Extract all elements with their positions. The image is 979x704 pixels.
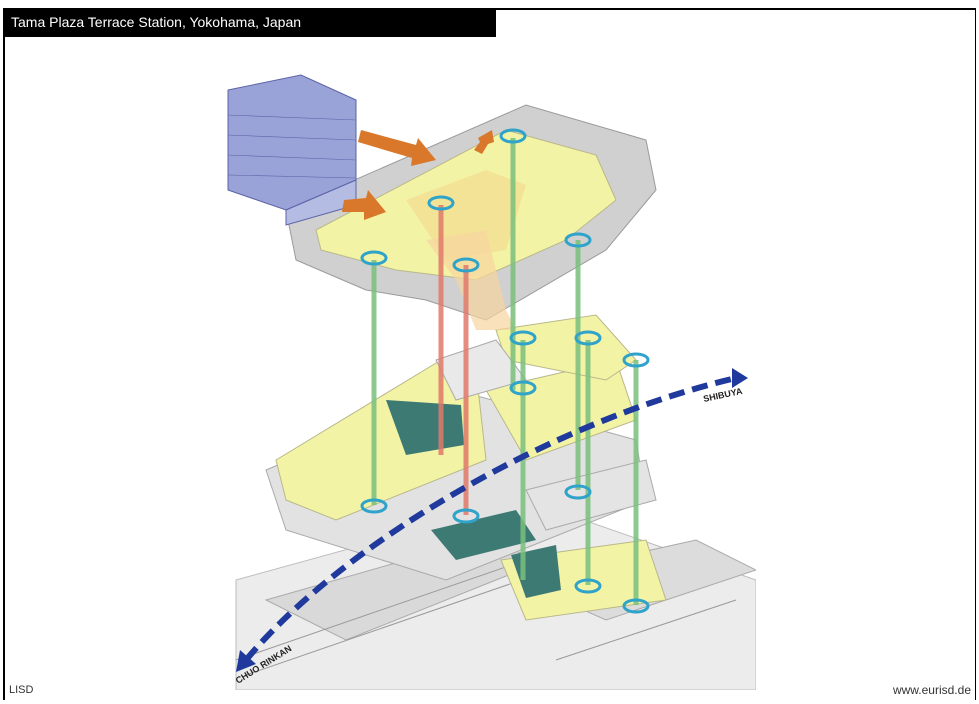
teal-block-middle: [431, 510, 536, 560]
footer-left-text: LISD: [9, 684, 34, 696]
station-axonometric-diagram: SHIBUYA CHUO RINKAN: [226, 60, 758, 691]
entry-arrows: [342, 130, 494, 220]
core-nodes: [360, 128, 650, 614]
vertical-cores-green: [371, 138, 639, 605]
adjacent-building: [227, 74, 357, 226]
footer-right-text: www.eurisd.de: [892, 683, 971, 697]
rail-route-arrow: [236, 368, 748, 672]
entry-arrow-2: [342, 190, 386, 220]
entry-arrow-1: [358, 130, 436, 166]
upper-level-plan: [285, 104, 657, 330]
vertical-cores-red: [438, 205, 469, 515]
teal-block-upper: [386, 400, 464, 455]
route-arrowhead-west: [236, 650, 256, 672]
label-east: SHIBUYA: [702, 386, 743, 404]
slide-title: Tama Plaza Terrace Station, Yokohama, Ja…: [3, 8, 496, 37]
entry-arrow-3: [474, 130, 494, 154]
route-arrowhead-east: [732, 368, 748, 388]
